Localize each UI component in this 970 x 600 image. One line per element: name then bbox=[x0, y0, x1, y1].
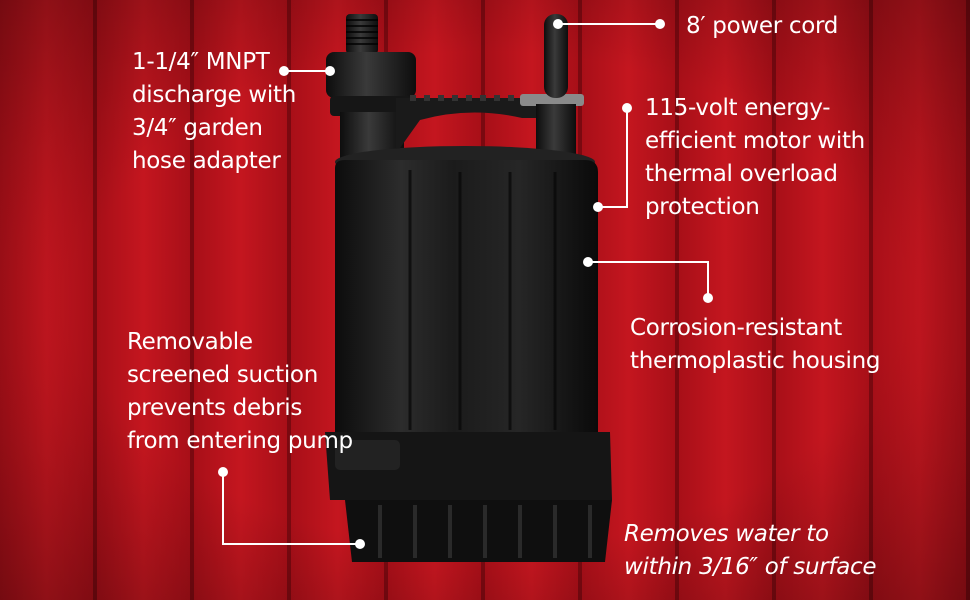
motor-callout: 115-volt energy- efficient motor with th… bbox=[645, 92, 865, 224]
callout-line: hose adapter bbox=[132, 148, 281, 174]
callout-line: Removable bbox=[127, 329, 253, 355]
callout-line: discharge with bbox=[132, 82, 296, 108]
callout-line: Removes water to bbox=[624, 521, 829, 547]
suction-callout: Removable screened suction prevents debr… bbox=[127, 326, 353, 458]
callout-line: from entering pump bbox=[127, 428, 353, 454]
power-cord-callout: 8′ power cord bbox=[686, 10, 838, 43]
callout-line: thermoplastic housing bbox=[630, 348, 881, 374]
callout-line: 1-1/4″ MNPT bbox=[132, 49, 270, 75]
callout-line: prevents debris bbox=[127, 395, 303, 421]
callout-line: thermal overload bbox=[645, 161, 838, 187]
water-removal-callout: Removes water to within 3/16″ of surface bbox=[624, 518, 877, 584]
housing-callout: Corrosion-resistant thermoplastic housin… bbox=[630, 312, 880, 378]
callout-line: within 3/16″ of surface bbox=[624, 554, 877, 580]
callout-line: 3/4″ garden bbox=[132, 115, 263, 141]
callout-line: screened suction bbox=[127, 362, 318, 388]
callout-line: Corrosion-resistant bbox=[630, 315, 842, 341]
callout-line: 8′ power cord bbox=[686, 13, 839, 39]
discharge-callout: 1-1/4″ MNPT discharge with 3/4″ garden h… bbox=[132, 46, 296, 178]
callout-line: efficient motor with bbox=[645, 128, 865, 154]
callout-line: 115-volt energy- bbox=[645, 95, 831, 121]
callout-line: protection bbox=[645, 194, 760, 220]
